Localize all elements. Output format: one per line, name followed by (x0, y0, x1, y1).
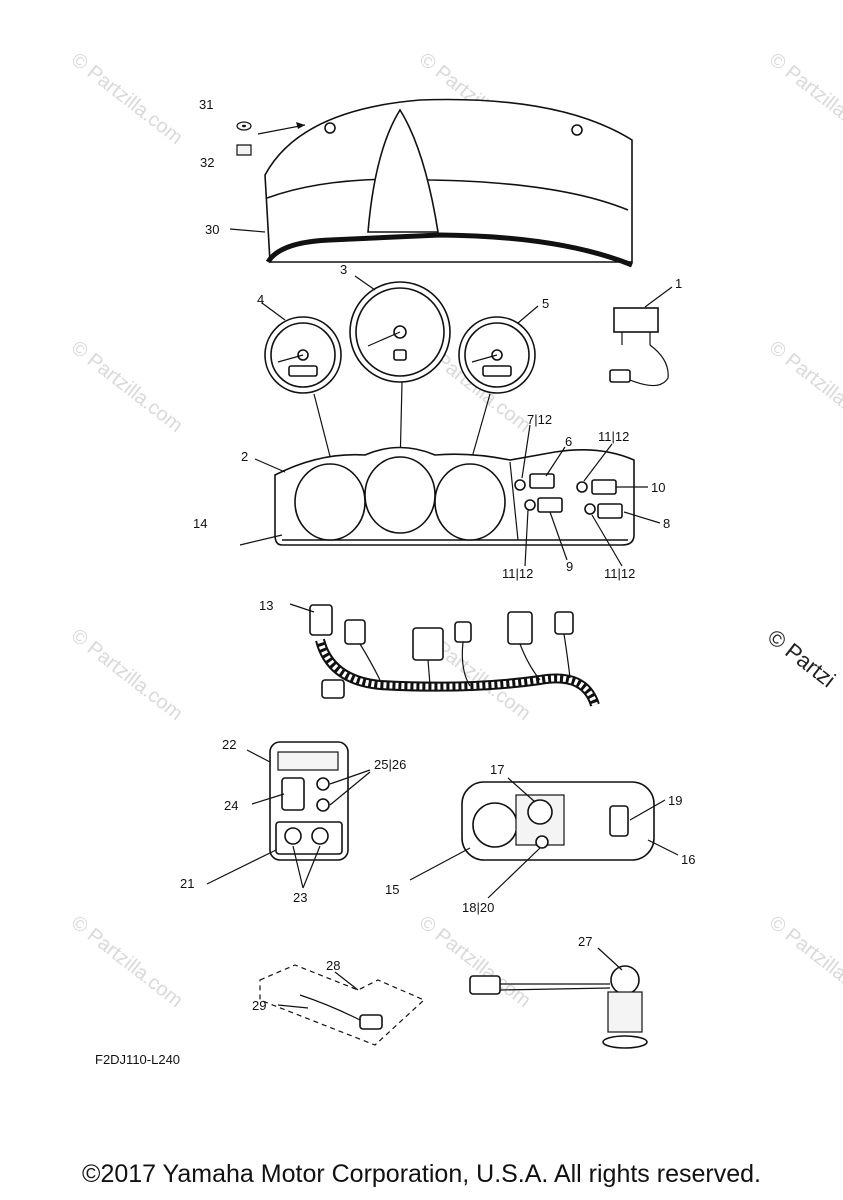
callout-16: 16 (681, 852, 695, 867)
callout-29: 29 (252, 998, 266, 1013)
callout-23: 23 (293, 890, 307, 905)
part-32-nut (236, 144, 252, 156)
callout-11-12: 11|12 (598, 429, 629, 444)
callout-4: 4 (257, 292, 264, 307)
callout-7-12: 7|12 (527, 412, 552, 427)
callout-31: 31 (199, 97, 213, 112)
part-22-switch-panel (269, 741, 349, 861)
part-16-panel (461, 781, 655, 861)
part-1-sender (609, 307, 669, 387)
watermark: © Partzilla.com (415, 912, 535, 1012)
callout-10: 10 (651, 480, 665, 495)
callout-1: 1 (675, 276, 682, 291)
callout-24: 24 (224, 798, 238, 813)
callout-9: 9 (566, 559, 573, 574)
callout-22: 22 (222, 737, 236, 752)
callout-5: 5 (542, 296, 549, 311)
callout-11-12: 11|12 (502, 566, 533, 581)
callout-27: 27 (578, 934, 592, 949)
callout-32: 32 (200, 155, 214, 170)
callouts: 31 32 30 3 4 5 1 7|12 6 11|12 2 10 8 14 … (180, 97, 695, 1013)
watermark: © Partzilla.com (765, 337, 843, 437)
callout-2: 2 (241, 449, 248, 464)
watermark-edge: © Partzi (763, 624, 840, 692)
callout-18-20: 18|20 (462, 900, 494, 915)
callout-19: 19 (668, 793, 682, 808)
part-3-gauge (349, 281, 451, 383)
part-2-dash-panel (274, 446, 635, 546)
watermark: © Partzilla.com (765, 912, 843, 1012)
callout-17: 17 (490, 762, 504, 777)
part-28-kit (259, 964, 426, 1046)
callout-11-12: 11|12 (604, 566, 635, 581)
watermark: © Partzilla.com (67, 625, 187, 725)
callout-14: 14 (193, 516, 207, 531)
watermark: © Partzilla.com (67, 49, 187, 149)
watermark: © Partzilla.com (67, 912, 187, 1012)
callout-13: 13 (259, 598, 273, 613)
callout-25-26: 25|26 (374, 757, 406, 772)
watermark: © Partzilla.com (67, 337, 187, 437)
watermark: © Partzilla.com (765, 49, 843, 149)
callout-28: 28 (326, 958, 340, 973)
copyright-notice: ©2017 Yamaha Motor Corporation, U.S.A. A… (82, 1160, 761, 1188)
callout-8: 8 (663, 516, 670, 531)
part-30-cover (264, 98, 633, 268)
drawing-code: F2DJ110-L240 (95, 1052, 180, 1067)
part-27-sensor (469, 965, 648, 1049)
leader-lines (206, 228, 679, 1009)
callout-30: 30 (205, 222, 219, 237)
callout-21: 21 (180, 876, 194, 891)
part-13-harness (309, 604, 600, 707)
callout-15: 15 (385, 882, 399, 897)
callout-6: 6 (565, 434, 572, 449)
part-5-gauge (458, 316, 536, 394)
part-4-gauge (264, 316, 342, 394)
callout-3: 3 (340, 262, 347, 277)
part-31-washer (236, 121, 252, 131)
